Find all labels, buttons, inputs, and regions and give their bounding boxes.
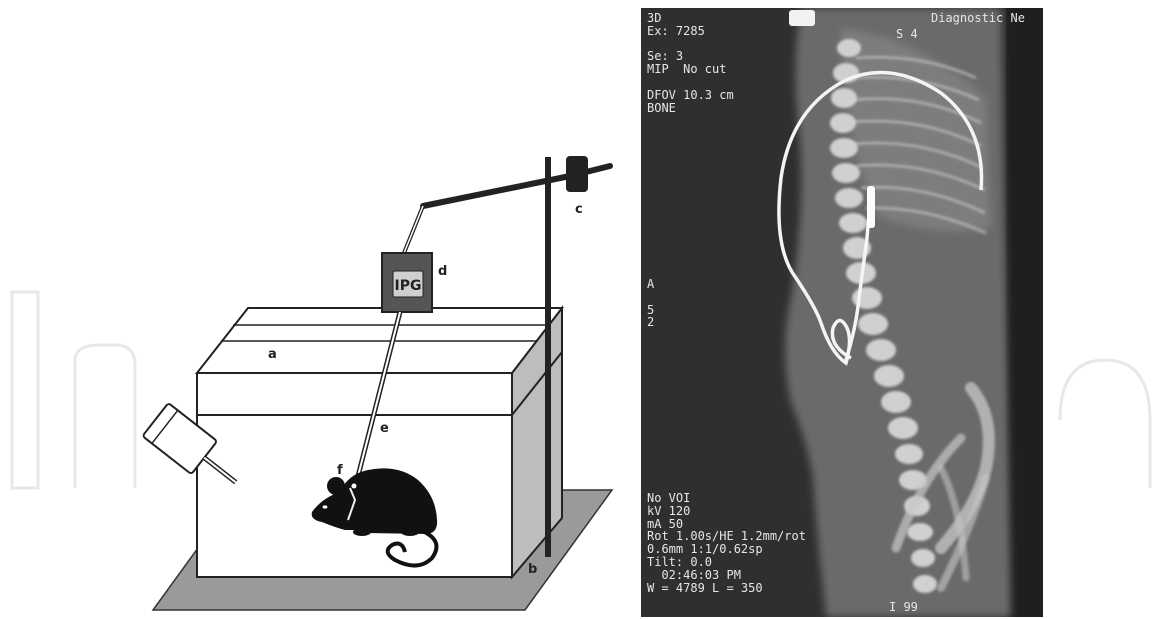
- ct-acquisition-info: No VOI kV 120 mA 50 Rot 1.00s/HE 1.2mm/r…: [647, 492, 806, 594]
- ct-orientation-info: A 5 2: [647, 278, 654, 329]
- headmount-connector: [352, 484, 357, 489]
- swivel-arm: [423, 175, 575, 206]
- arm-cable-inner: [402, 206, 423, 258]
- ct-line-window: W = 4789 L = 350: [647, 581, 763, 595]
- ct-header-info: 3D Ex: 7285 Se: 3 MIP No cut DFOV 10.3 c…: [647, 12, 734, 114]
- ct-series-marker: S 4: [896, 28, 918, 41]
- ct-orientation-a: A: [647, 277, 654, 291]
- ct-image-number: I 99: [889, 601, 918, 614]
- stand-pole: [545, 157, 551, 557]
- rat-eye: [323, 505, 328, 508]
- cage-front-face: [197, 373, 512, 577]
- label-d: d: [438, 264, 447, 279]
- label-c: c: [575, 202, 583, 217]
- ct-header-right: Diagnostic Ne: [931, 12, 1025, 25]
- ct-line-bone: BONE: [647, 101, 676, 115]
- ct-orientation-2: 2: [647, 315, 654, 329]
- label-e: e: [380, 421, 389, 436]
- label-b: b: [528, 562, 537, 577]
- label-a: a: [268, 347, 277, 362]
- ipg-label: IPG: [395, 278, 422, 294]
- ct-line-exam: Ex: 7285: [647, 24, 705, 38]
- ct-scan-image: 3D Ex: 7285 Se: 3 MIP No cut DFOV 10.3 c…: [641, 8, 1043, 617]
- label-f: f: [337, 463, 343, 478]
- ct-line-mip: MIP No cut: [647, 62, 726, 76]
- commutator-shaft: [586, 166, 610, 172]
- setup-diagram: IPG a b c d e f: [0, 0, 640, 619]
